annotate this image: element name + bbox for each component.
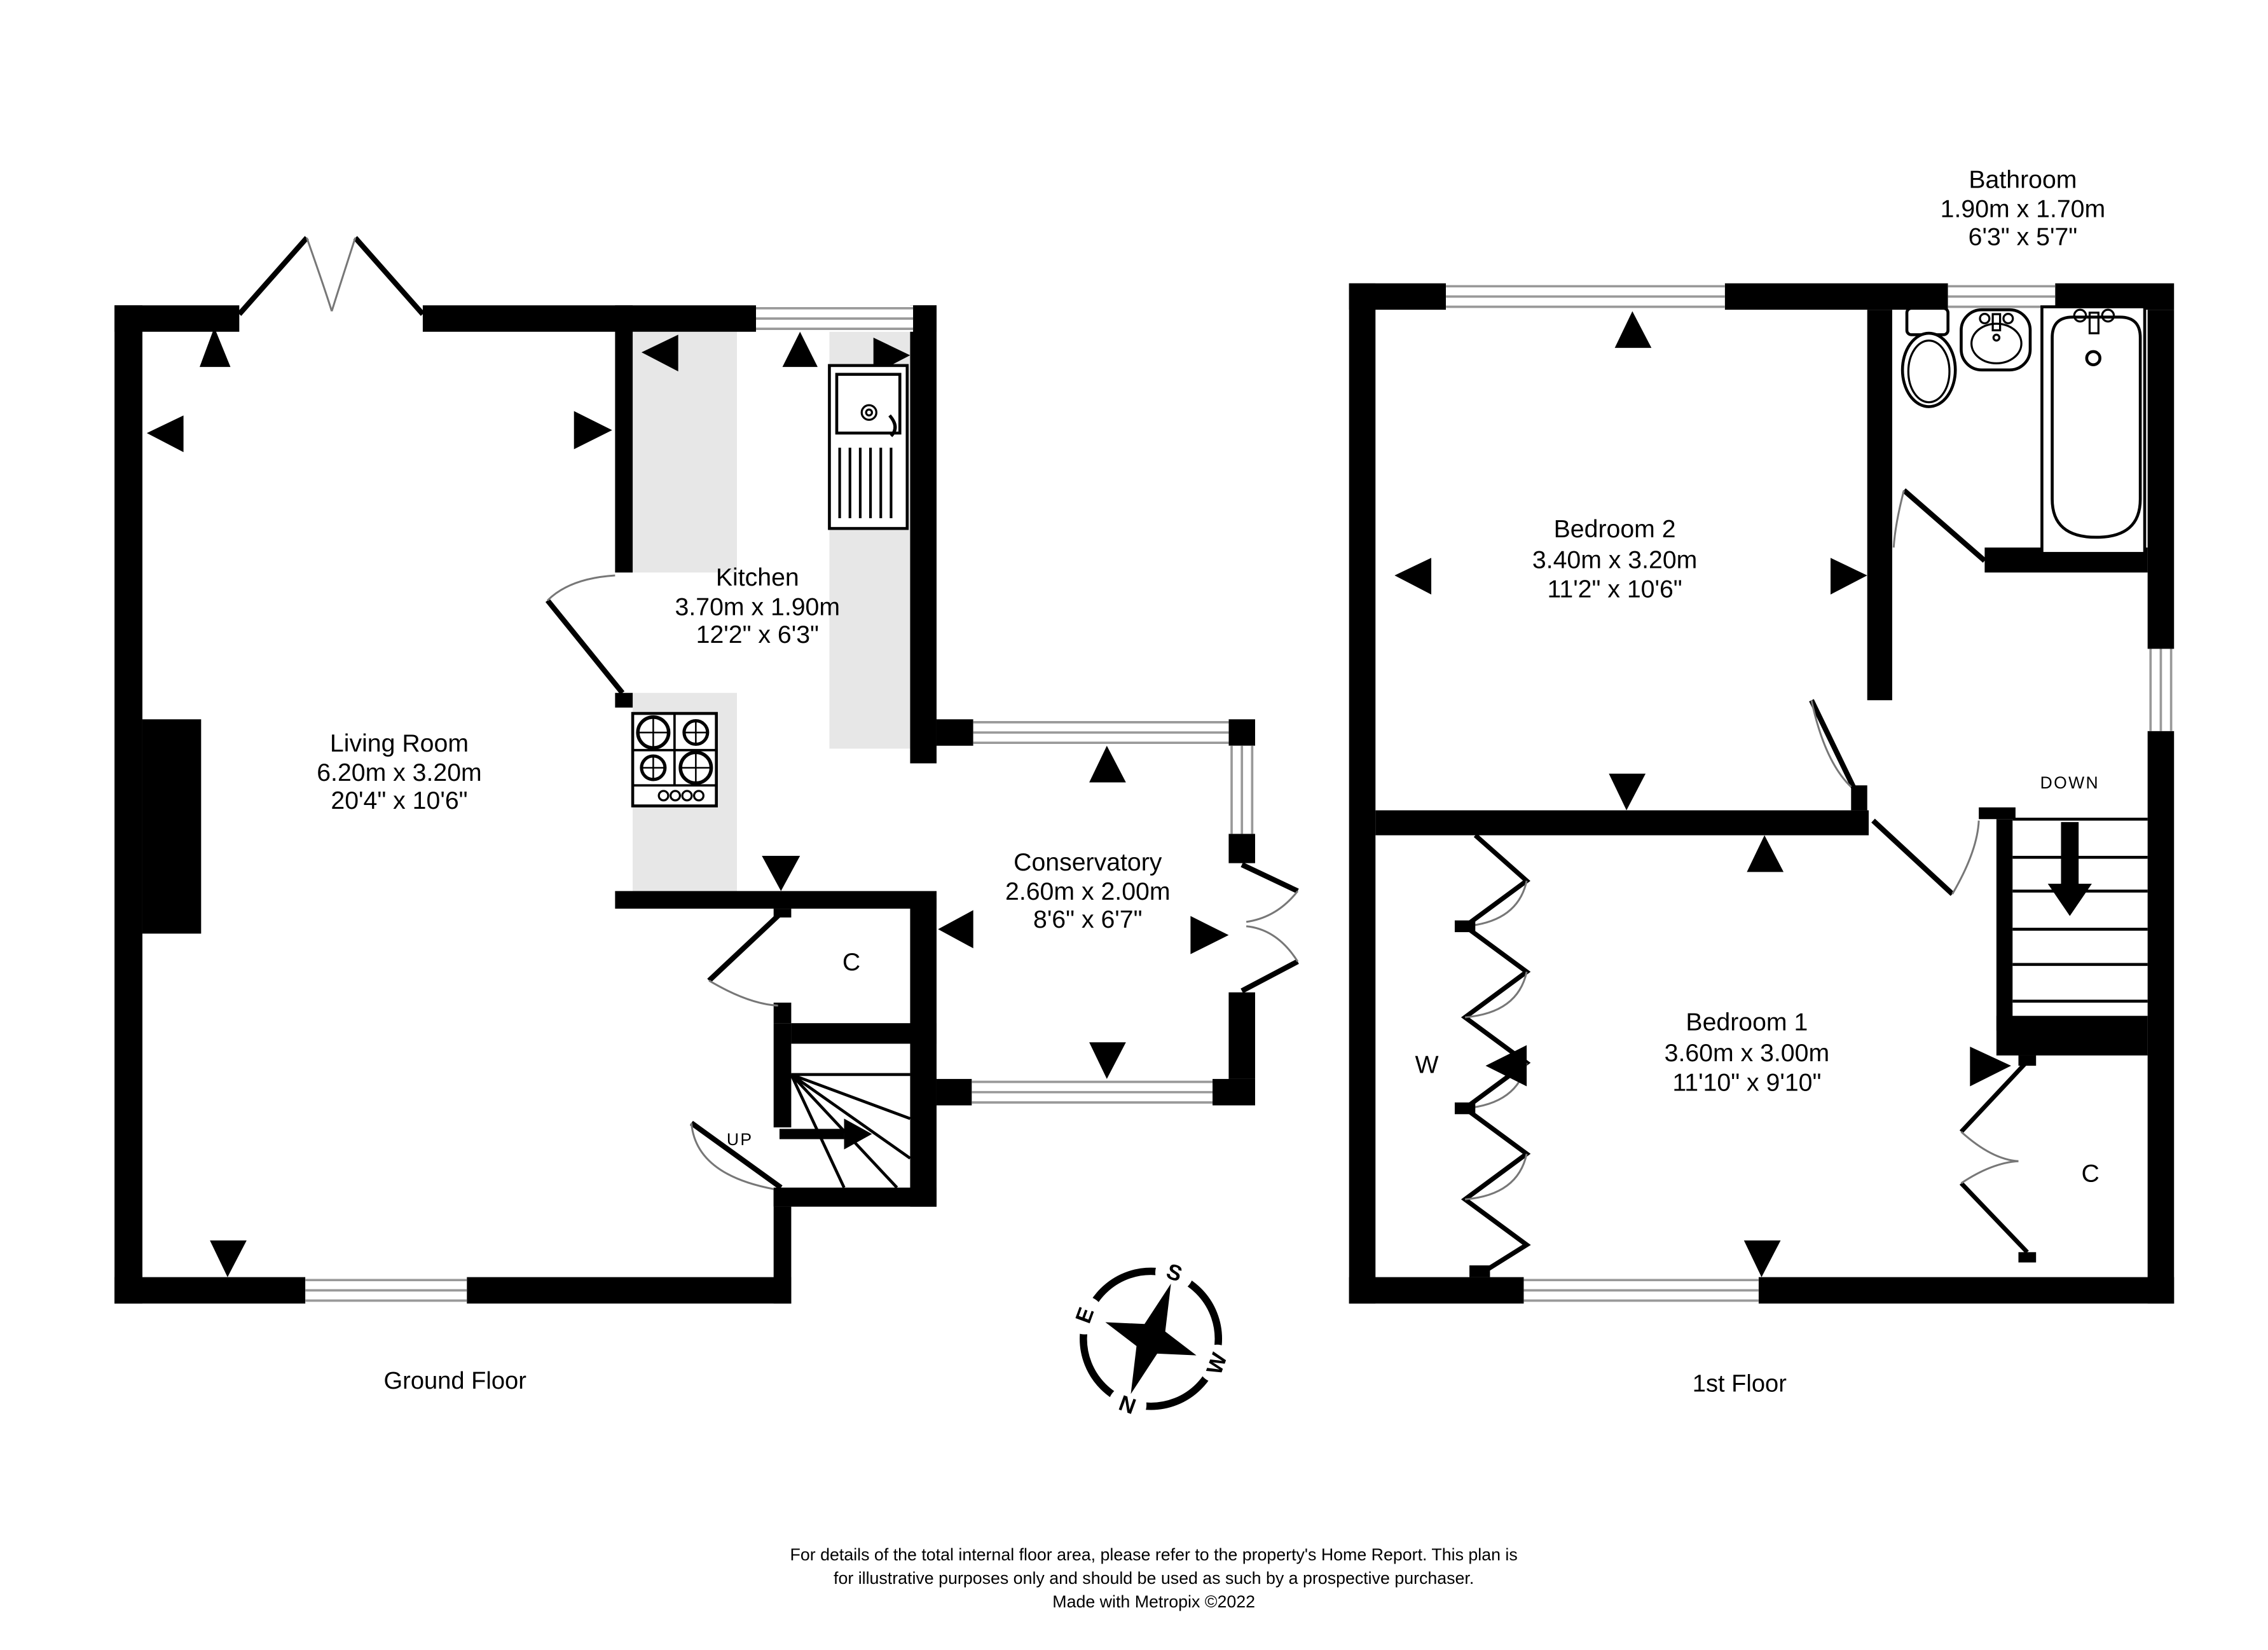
down-label: DOWN [2040,773,2100,792]
conservatory-french-doors [1241,862,1299,994]
bedroom2-window [1446,283,1725,310]
footer-line3: Made with Metropix ©2022 [1052,1592,1255,1611]
closet-door-ground [707,911,783,1007]
conservatory-label: Conservatory 2.60m x 2.00m 8'6" x 6'7" [1005,848,1171,933]
kitchen-window [756,305,914,332]
bedroom1-window [1523,1277,1759,1304]
bedroom1-metric: 3.60m x 3.00m [1665,1039,1830,1067]
conservatory-top-window [973,719,1229,746]
kitchen-label: Kitchen 3.70m x 1.90m 12'2" x 6'3" [675,563,841,649]
up-arrow-shaft [779,1129,844,1139]
first-floor-title: 1st Floor [1693,1371,1787,1398]
kitchen-imperial: 12'2" x 6'3" [696,621,819,649]
ground-floor-walls [114,305,1255,1304]
living-room-metric: 6.20m x 3.20m [317,759,482,787]
bathroom-name: Bathroom [1969,166,2077,194]
conservatory-name: Conservatory [1014,848,1162,876]
down-arrow-shaft [2061,822,2079,887]
bedroom2-imperial: 11'2" x 10'6" [1547,575,1682,603]
wardrobe-label: W [1415,1051,1439,1079]
compass-rose: S E N W [1066,1253,1236,1424]
conservatory-imperial: 8'6" x 6'7" [1033,905,1143,933]
staircase-up [779,1073,911,1189]
bathtub [2040,305,2147,555]
staircase-down [2012,817,2148,1003]
ground-floor-title: Ground Floor [384,1368,527,1394]
kitchen-name: Kitchen [716,563,799,591]
landing-side-window [2147,649,2175,731]
kitchen-door [545,574,625,695]
bathroom-label: Bathroom 1.90m x 1.70m 6'3" x 5'7" [1941,166,2106,251]
closet-bifold-doors [1959,1059,2029,1254]
patio-double-door [237,236,425,316]
bedroom2-metric: 3.40m x 3.20m [1532,546,1698,574]
hall-door [689,1120,783,1190]
living-room-name: Living Room [330,729,469,757]
bathroom-imperial: 6'3" x 5'7" [1969,223,2078,251]
bedroom2-name: Bedroom 2 [1554,515,1676,543]
first-closet-label: C [2081,1160,2099,1188]
kitchen-metric: 3.70m x 1.90m [675,593,841,621]
down-arrow-head [2047,883,2092,916]
bedroom2-door [1809,699,1857,790]
bathroom-door [1892,488,1987,563]
living-room-window [305,1277,467,1304]
compass-star [1105,1283,1197,1394]
footer-disclaimer: For details of the total internal floor … [790,1545,1518,1611]
conservatory-side-window [1228,745,1255,834]
chimney-breast [142,719,202,934]
ground-floor-plan: Living Room 6.20m x 3.20m 20'4" x 10'6" … [114,236,1299,1394]
kitchen-hob [631,712,718,808]
first-floor-plan: Bedroom 2 3.40m x 3.20m 11'2" x 10'6" Be… [1349,166,2175,1398]
up-arrow-head [844,1118,872,1150]
up-label: UP [727,1130,753,1149]
footer-line1: For details of the total internal floor … [790,1545,1518,1564]
bedroom1-door [1871,818,1980,897]
bedroom1-name: Bedroom 1 [1686,1008,1808,1036]
kitchen-sink [828,364,909,530]
first-floor-walls [1349,283,2175,1304]
living-room-imperial: 20'4" x 10'6" [331,787,467,815]
basin [1960,308,2032,372]
bedroom1-imperial: 11'10" x 9'10" [1672,1068,1821,1096]
bathroom-metric: 1.90m x 1.70m [1941,195,2106,223]
bathroom-window [1948,283,2056,310]
ground-closet-label: C [842,948,860,976]
living-room-label: Living Room 6.20m x 3.20m 20'4" x 10'6" [317,729,482,815]
bedroom2-label: Bedroom 2 3.40m x 3.20m 11'2" x 10'6" [1532,515,1698,603]
first-floor-markers [1394,311,2011,1277]
footer-line2: for illustrative purposes only and shoul… [834,1569,1474,1588]
toilet [1900,306,1957,408]
conservatory-bottom-window [972,1078,1213,1106]
bedroom1-label: Bedroom 1 3.60m x 3.00m 11'10" x 9'10" [1665,1008,1830,1097]
conservatory-metric: 2.60m x 2.00m [1005,877,1171,905]
